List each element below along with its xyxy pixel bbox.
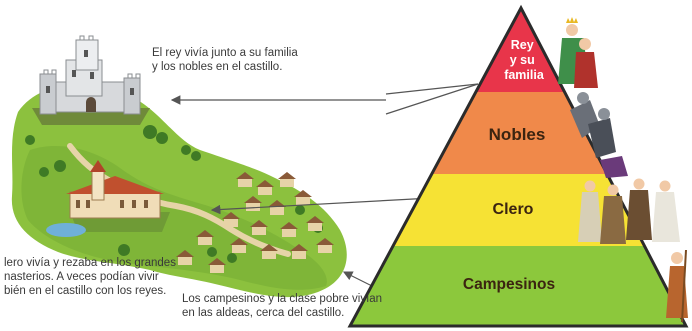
caption-peasants-line-2: en las aldeas, cerca del castillo. xyxy=(182,307,345,319)
tier-label-peasants: Campesinos xyxy=(463,276,555,293)
king-connector-bottom xyxy=(385,83,479,115)
social-pyramid: Rey y su familia Nobles Clero Campesinos xyxy=(347,4,689,328)
trees xyxy=(25,125,323,263)
caption-clergy-line-2: nasterios. A veces podían vivir xyxy=(4,271,159,283)
caption-king: El rey vivía junto a su familia y los no… xyxy=(152,46,298,74)
caption-clergy-line-3: bién en el castillo con los reyes. xyxy=(4,285,167,297)
caption-peasants: Los campesinos y la clase pobre vivían e… xyxy=(182,292,382,320)
caption-king-line-1: El rey vivía junto a su familia xyxy=(152,47,298,59)
caption-king-line-2: y los nobles en el castillo. xyxy=(152,61,283,73)
castle-illustration xyxy=(32,35,150,125)
caption-peasants-line-1: Los campesinos y la clase pobre vivían xyxy=(182,293,383,305)
peasant-figure xyxy=(666,249,688,323)
tier-label-nobles: Nobles xyxy=(489,125,546,144)
monastery-illustration xyxy=(46,160,170,237)
landscape-illustration xyxy=(11,35,347,298)
tier-label-king: Rey y su familia xyxy=(504,38,545,82)
clergy-figures xyxy=(578,178,680,244)
caption-clergy: lero vivía y rezaba en los grandes naste… xyxy=(4,256,176,298)
nobles-knight-figures xyxy=(570,92,628,178)
tier-label-clergy: Clero xyxy=(493,201,534,218)
caption-clergy-line-1: lero vivía y rezaba en los grandes xyxy=(4,257,176,269)
clergy-arrow xyxy=(210,197,433,215)
tier-band-peasants xyxy=(350,246,686,326)
king-connector-top xyxy=(385,83,479,95)
village-houses xyxy=(176,172,334,273)
king-queen-figures xyxy=(558,17,598,88)
